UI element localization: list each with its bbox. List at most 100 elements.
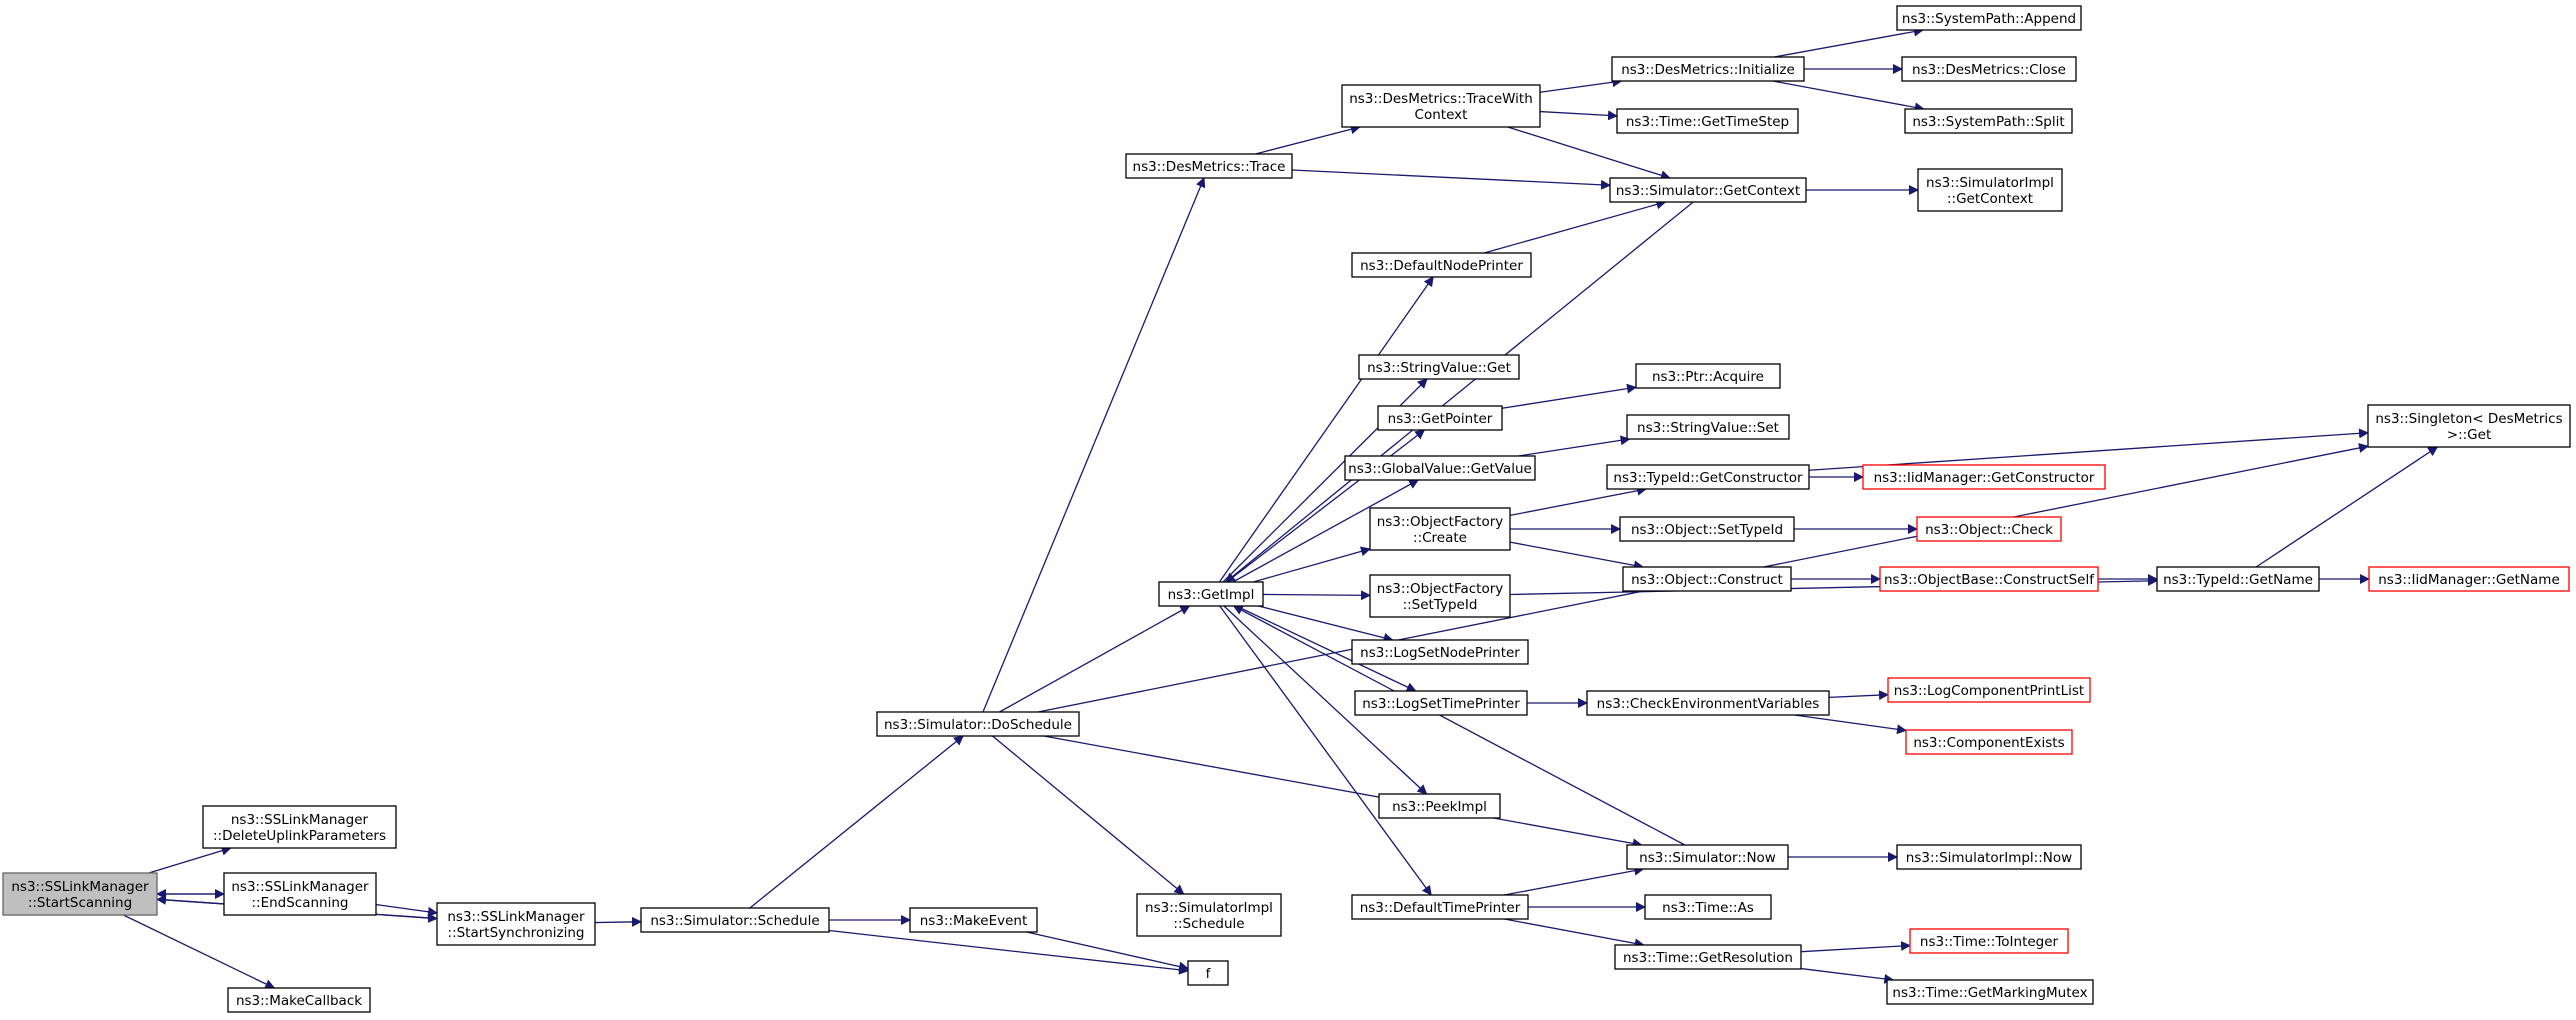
function-node[interactable]: ns3::Singleton< DesMetrics>::Get (2367, 404, 2571, 448)
function-node[interactable]: ns3::SystemPath::Append (1896, 5, 2082, 31)
function-node[interactable]: ns3::DesMetrics::Close (1901, 56, 2077, 82)
function-node-label: ns3::TypeId::GetName (2163, 572, 2313, 588)
function-node[interactable]: ns3::IidManager::GetConstructor (1862, 464, 2106, 490)
function-node[interactable]: ns3::GlobalValue::GetValue (1344, 455, 1536, 481)
function-node[interactable]: ns3::SimulatorImpl::GetContext (1917, 168, 2063, 212)
function-node-box (876, 711, 1080, 737)
function-node-label: ns3::ObjectFactory (1377, 514, 1504, 530)
function-node[interactable]: ns3::Object::Construct (1622, 566, 1792, 592)
function-node[interactable]: ns3::LogSetTimePrinter (1354, 690, 1528, 716)
function-node[interactable]: ns3::DefaultTimePrinter (1351, 894, 1529, 920)
function-node[interactable]: ns3::Time::GetResolution (1614, 944, 1802, 970)
function-node[interactable]: ns3::StringValue::Set (1626, 414, 1790, 440)
function-node[interactable]: ns3::Time::GetTimeStep (1616, 108, 1799, 134)
function-node-box (1378, 793, 1501, 819)
function-node[interactable]: ns3::MakeEvent (909, 907, 1038, 933)
call-edge (2255, 446, 2439, 568)
function-node[interactable]: f (1187, 960, 1229, 986)
call-edge (1504, 918, 1645, 949)
function-node-box (1369, 507, 1511, 551)
function-node[interactable]: ns3::Simulator::GetContext (1609, 177, 1807, 203)
function-node-box (223, 872, 377, 916)
function-node[interactable]: ns3::Ptr::Acquire (1635, 363, 1781, 389)
function-node-label: ::Schedule (1173, 916, 1244, 932)
function-node-label: >::Get (2447, 427, 2491, 443)
function-node-box (1616, 108, 1799, 134)
function-node-box (1611, 56, 1805, 82)
function-node[interactable]: ns3::LogComponentPrintList (1887, 677, 2091, 703)
call-edge (1774, 26, 1924, 58)
function-node[interactable]: ns3::SSLinkManager::StartScanning (2, 872, 158, 916)
call-edge (1539, 77, 1623, 93)
function-node[interactable]: ns3::SSLinkManager::DeleteUplinkParamete… (202, 805, 397, 849)
call-edge (1262, 590, 1371, 601)
function-node-label: ns3::TypeId::GetConstructor (1613, 470, 1803, 486)
function-node[interactable]: ns3::DesMetrics::Initialize (1611, 56, 1805, 82)
function-node-label: ns3::GetPointer (1388, 411, 1493, 427)
function-node-box (1136, 893, 1282, 937)
function-node-label: ns3::Simulator::GetContext (1616, 183, 1800, 199)
function-node[interactable]: ns3::ObjectBase::ConstructSelf (1879, 566, 2099, 592)
function-node[interactable]: ns3::Simulator::Now (1626, 844, 1789, 870)
function-node-label: ns3::LogComponentPrintList (1894, 683, 2084, 699)
call-edge (1808, 428, 2369, 471)
call-edge (1504, 865, 1645, 896)
call-edge (1236, 605, 1417, 692)
function-node[interactable]: ns3::Simulator::Schedule (640, 907, 830, 933)
function-node[interactable]: ns3::SimulatorImpl::Now (1896, 844, 2082, 870)
function-node-label: ns3::Ptr::Acquire (1652, 369, 1764, 385)
function-node[interactable]: ns3::ObjectFactory::SetTypeId (1369, 574, 1511, 618)
call-edge (1226, 429, 1426, 583)
call-edge (999, 605, 1191, 713)
function-node[interactable]: ns3::ObjectFactory::Create (1369, 507, 1511, 551)
function-node[interactable]: ns3::SSLinkManager::StartSynchronizing (436, 902, 596, 946)
function-node[interactable]: ns3::MakeCallback (227, 987, 371, 1013)
function-node[interactable]: ns3::CheckEnvironmentVariables (1586, 690, 1830, 716)
function-node[interactable]: ns3::GetPointer (1377, 405, 1503, 431)
function-node[interactable]: ns3::GetImpl (1158, 581, 1264, 607)
function-node[interactable]: ns3::SimulatorImpl::Schedule (1136, 893, 1282, 937)
function-node-box (227, 987, 371, 1013)
function-node[interactable]: ns3::Object::Check (1916, 516, 2062, 542)
function-node[interactable]: ns3::Simulator::DoSchedule (876, 711, 1080, 737)
function-node-box (1351, 252, 1532, 278)
function-node[interactable]: ns3::Time::GetMarkingMutex (1886, 979, 2094, 1005)
function-node[interactable]: ns3::Object::SetTypeId (1619, 516, 1795, 542)
function-node[interactable]: ns3::DesMetrics::Trace (1125, 153, 1293, 179)
function-node-box (202, 805, 397, 849)
function-node[interactable]: ns3::PeekImpl (1378, 793, 1501, 819)
function-node[interactable]: ns3::Time::ToInteger (1909, 928, 2069, 954)
function-nodes: ns3::SSLinkManager::StartScanningns3::SS… (2, 5, 2571, 1013)
function-node-box (1609, 177, 1807, 203)
call-edge (1518, 435, 1631, 457)
call-edge (375, 903, 438, 917)
function-node[interactable]: ns3::SSLinkManager::EndScanning (223, 872, 377, 916)
function-node[interactable]: ns3::TypeId::GetName (2156, 566, 2320, 592)
function-node-label: ::StartScanning (28, 895, 132, 911)
function-node[interactable]: ns3::SystemPath::Split (1904, 108, 2073, 134)
function-node[interactable]: ns3::ComponentExists (1905, 729, 2073, 755)
function-node[interactable]: ns3::LogSetNodePrinter (1351, 639, 1529, 665)
function-node-box (1344, 455, 1536, 481)
function-node-box (1635, 363, 1781, 389)
function-node-label: ns3::MakeEvent (920, 913, 1028, 929)
function-node-label: Context (1415, 107, 1468, 123)
function-node[interactable]: ns3::DefaultNodePrinter (1351, 252, 1532, 278)
function-node-box (1862, 464, 2106, 490)
function-node-label: ns3::DesMetrics::Trace (1133, 159, 1286, 175)
function-node-label: ns3::SSLinkManager (11, 879, 149, 895)
function-node-box (640, 907, 830, 933)
call-edge (1483, 199, 1667, 254)
call-edge (1800, 967, 1895, 984)
function-node-box (2156, 566, 2320, 592)
function-node-label: ns3::Simulator::Schedule (650, 913, 819, 929)
function-node[interactable]: ns3::Time::As (1644, 894, 1772, 920)
function-node[interactable]: ns3::TypeId::GetConstructor (1606, 464, 1810, 490)
function-node-box (1644, 894, 1772, 920)
call-edge (982, 177, 1206, 713)
function-node[interactable]: ns3::StringValue::Get (1358, 354, 1520, 380)
function-node-label: ns3::StringValue::Set (1637, 420, 1779, 436)
function-node[interactable]: ns3::IidManager::GetName (2368, 566, 2570, 592)
